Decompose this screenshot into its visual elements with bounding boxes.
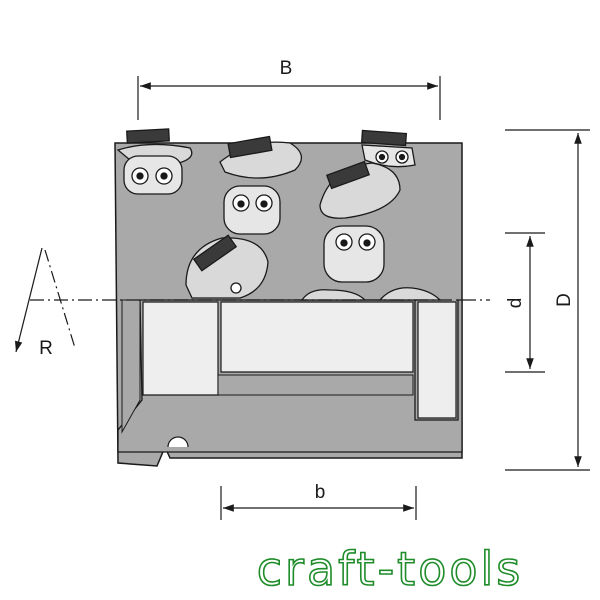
radius-label: R bbox=[39, 338, 53, 359]
radius-indicator bbox=[14, 247, 76, 353]
dimension-b-lower bbox=[220, 486, 417, 520]
dimension-label-d-outer: D bbox=[554, 293, 575, 307]
brand-logo: craft-tools bbox=[257, 542, 523, 596]
section-view bbox=[117, 299, 463, 453]
dimension-label-b-upper: B bbox=[280, 58, 293, 79]
dimension-label-b-lower: b bbox=[315, 482, 326, 503]
cutter-pockets bbox=[116, 128, 442, 301]
dimension-d-outer bbox=[505, 129, 590, 471]
dimension-d-bore bbox=[505, 232, 545, 373]
dimension-b-upper bbox=[137, 76, 441, 120]
dimension-label-d-bore: d bbox=[505, 298, 526, 309]
